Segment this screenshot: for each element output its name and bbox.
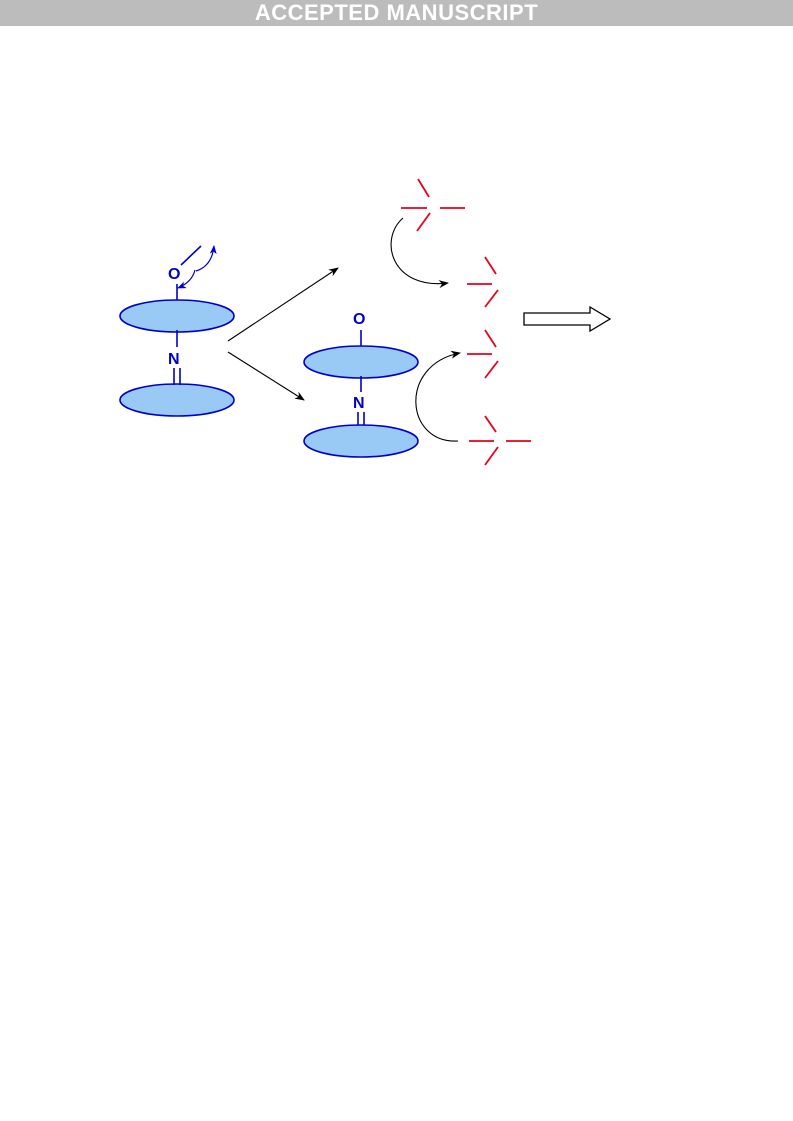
radical-transfer-arrow-bottom (415, 350, 461, 442)
nitroxide-oxygen-atom: O (353, 311, 365, 328)
homolysis-arrow-down (177, 269, 196, 289)
radical-fragments (401, 178, 531, 466)
accepted-manuscript-banner: ACCEPTED MANUSCRIPT (0, 0, 793, 26)
reactant-oxygen-atom: O (168, 266, 180, 283)
reactant-nitrogen-atom: N (168, 351, 180, 368)
nitroxide-top-disc (303, 345, 419, 379)
nitroxide-nitrogen-atom: N (353, 395, 365, 412)
reaction-arrow-up (227, 267, 339, 342)
radical-transfer-arrow-top (390, 217, 449, 289)
homolysis-arrow-up (195, 245, 217, 272)
radical-fragment-top (401, 178, 465, 232)
reaction-arrow-down (227, 351, 305, 401)
nitroxide-bottom-disc (303, 424, 419, 458)
radical-fragment-bottom (469, 415, 531, 466)
radical-fragment-mid-lower (467, 329, 499, 379)
reactant-molecule: O N (119, 245, 235, 417)
result-block-arrow (523, 305, 612, 333)
nitroxide-molecule: O N (303, 311, 419, 458)
radical-fragment-mid-upper (467, 256, 499, 308)
reactant-top-disc (119, 299, 235, 333)
reactant-bottom-disc (119, 383, 235, 417)
o-alkyl-bond (180, 245, 202, 266)
